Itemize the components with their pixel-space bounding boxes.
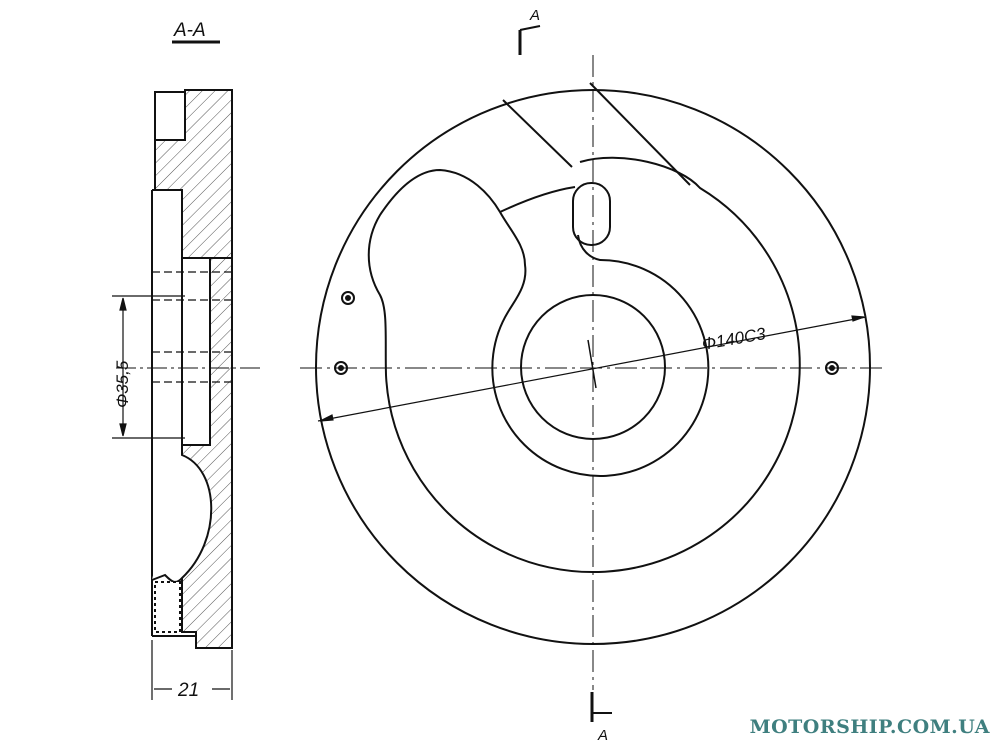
thickness-label: 21 xyxy=(177,680,199,701)
slot xyxy=(572,182,611,246)
watermark: MOTORSHIP.COM.UA xyxy=(749,716,990,738)
section-view xyxy=(151,89,233,649)
outer-diameter-label: Φ140C3 xyxy=(700,324,767,354)
thickness-dimension xyxy=(151,640,233,700)
cut-mark-top xyxy=(518,25,541,55)
section-title: A-A xyxy=(173,20,206,41)
bore-diameter-label: Φ35,5 xyxy=(113,360,132,408)
outer-dimension xyxy=(317,315,867,422)
centerlines xyxy=(300,55,885,690)
bore-dimension xyxy=(112,295,185,439)
cut-mark-bottom xyxy=(590,692,612,722)
cut-label-top: A xyxy=(529,7,540,24)
cut-label-bottom: A xyxy=(597,727,608,744)
